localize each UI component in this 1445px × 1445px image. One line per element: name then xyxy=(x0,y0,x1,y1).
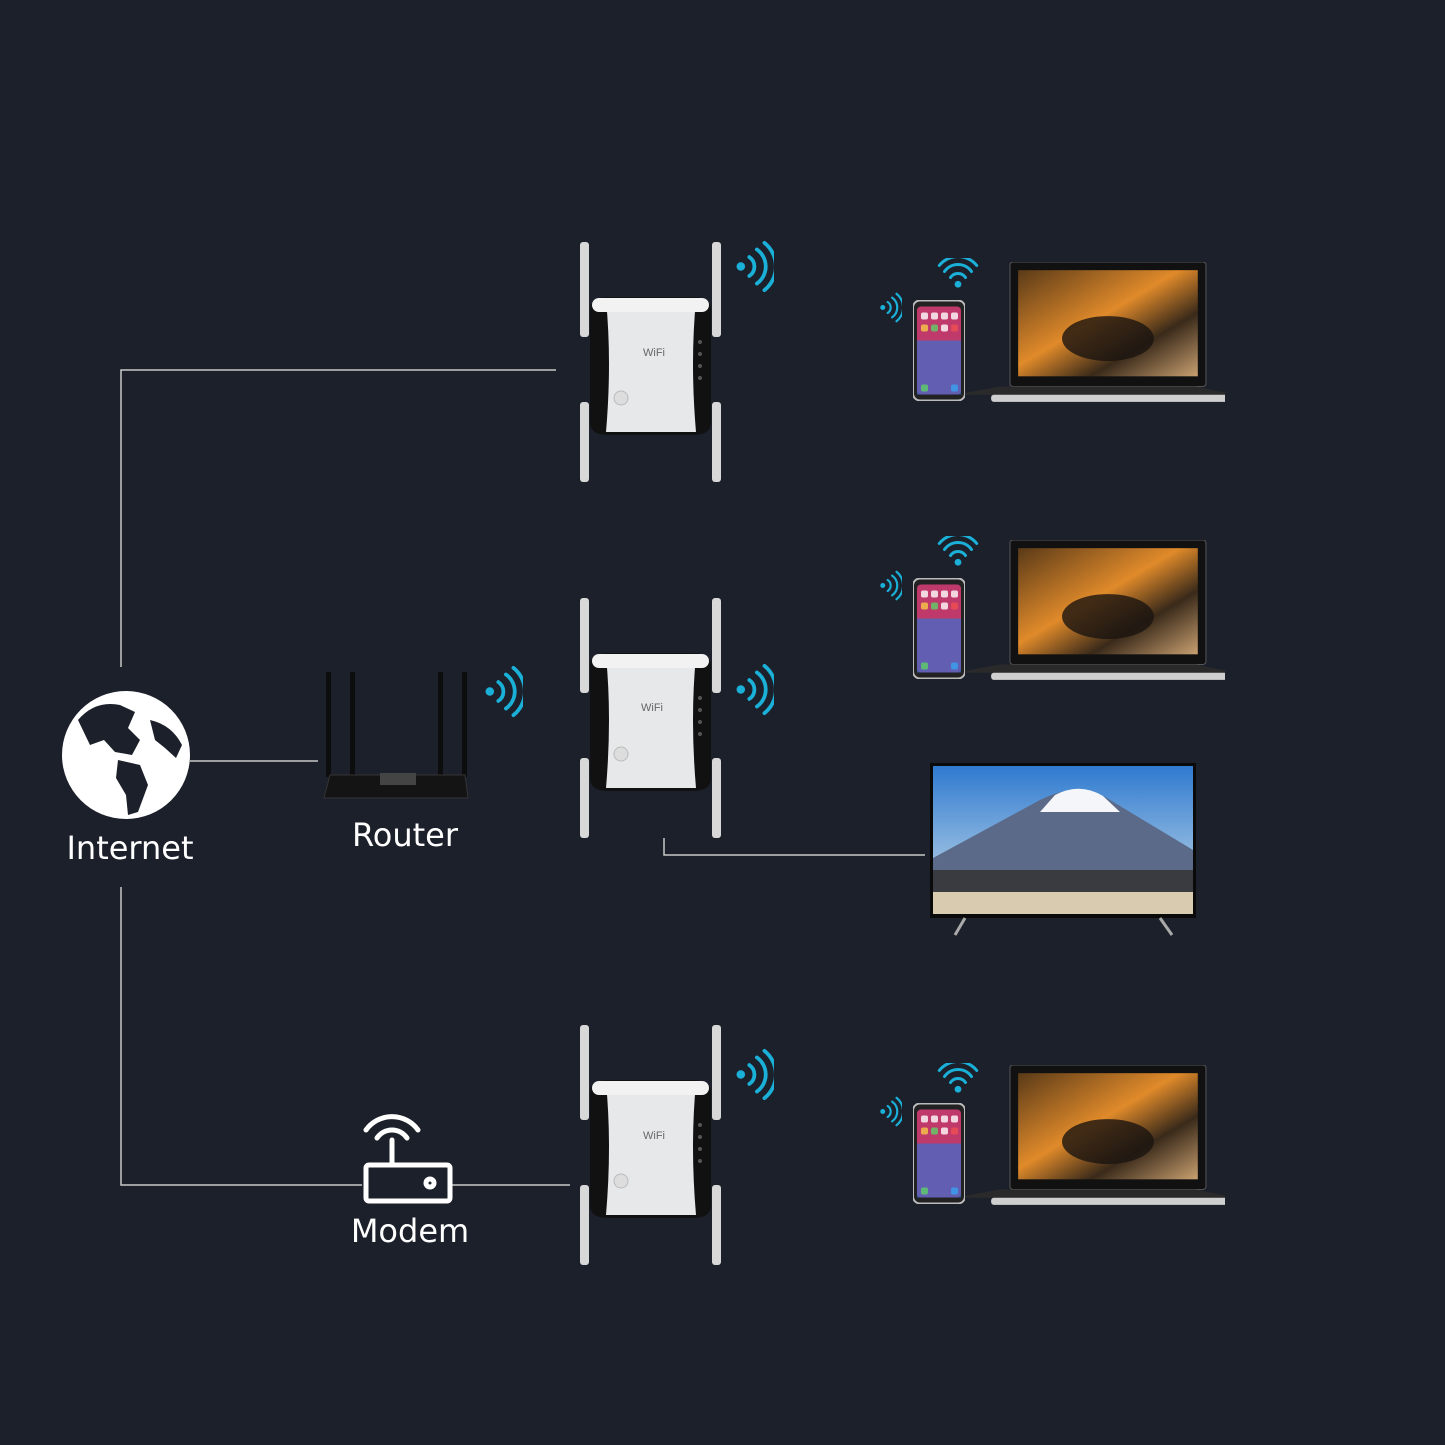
laptop-wifi-signal-icon xyxy=(937,1063,979,1093)
extender-logo: WiFi xyxy=(641,702,663,714)
globe-icon xyxy=(62,691,190,819)
extender-logo: WiFi xyxy=(643,347,665,359)
extender-logo: WiFi xyxy=(643,1130,665,1142)
extender-2: WiFi xyxy=(579,598,722,838)
extender-1: WiFi xyxy=(579,242,722,482)
laptop xyxy=(954,1065,1225,1206)
clients-row-3 xyxy=(880,1063,1225,1206)
router xyxy=(323,672,469,799)
extender-3-wifi-signal-icon xyxy=(736,1048,774,1101)
extender-1-wifi-signal-icon xyxy=(736,240,774,293)
router-label: Router xyxy=(352,816,459,854)
line-extender-tv xyxy=(663,838,925,856)
phone-wifi-signal-icon xyxy=(880,1096,902,1127)
extender-3: WiFi xyxy=(579,1025,722,1265)
modem-label: Modem xyxy=(351,1212,469,1250)
modem-icon xyxy=(363,1114,453,1204)
extender-2-wifi-signal-icon xyxy=(736,663,774,716)
clients-row-2 xyxy=(880,536,1225,681)
line-internet-modem xyxy=(120,887,362,1186)
phone xyxy=(913,300,965,401)
phone xyxy=(913,578,965,679)
internet-label: Internet xyxy=(66,829,193,867)
laptop xyxy=(954,262,1225,403)
laptop-wifi-signal-icon xyxy=(937,536,979,566)
laptop-wifi-signal-icon xyxy=(937,258,979,288)
line-internet-extender-1 xyxy=(120,369,556,667)
laptop xyxy=(954,540,1225,681)
router-wifi-signal-icon xyxy=(485,665,523,718)
phone-wifi-signal-icon xyxy=(880,570,902,601)
phone xyxy=(913,1103,965,1204)
phone-wifi-signal-icon xyxy=(880,292,902,323)
television xyxy=(930,763,1196,936)
connection-lines xyxy=(120,369,925,1186)
clients-row-1 xyxy=(880,258,1225,403)
